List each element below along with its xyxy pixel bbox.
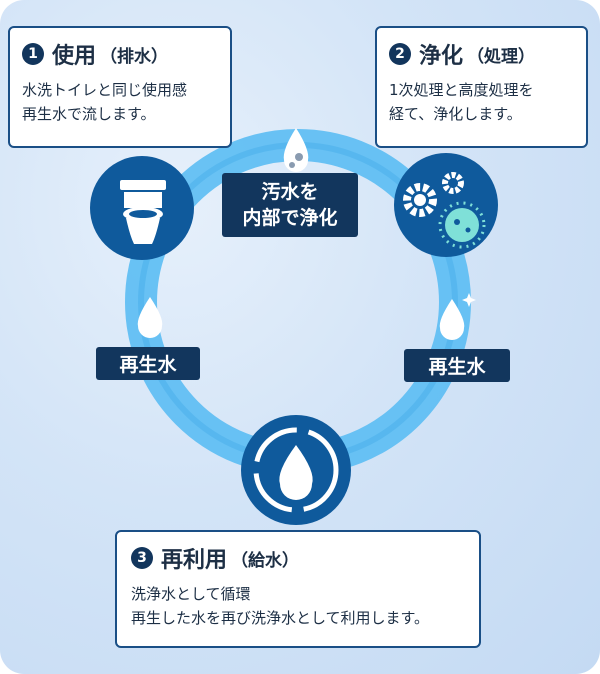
step-desc: 再生水で流します。 (22, 105, 156, 123)
step-desc: 水洗トイレと同じ使用感 (22, 81, 188, 99)
step-2-card: 2 浄化（処理） 1次処理と高度処理を経て、浄化します。 (375, 26, 588, 148)
step-title: 再利用 (161, 548, 228, 573)
step-number: 1 (22, 43, 44, 65)
step-title: 使用 (52, 44, 97, 69)
step-subtitle: （給水） (231, 550, 300, 571)
clean-water-drop-icon (439, 293, 476, 340)
step-subtitle: （処理） (467, 46, 536, 67)
recycled-water-label-right: 再生水 (404, 349, 510, 382)
purify-label-line: 内部で浄化 (242, 207, 338, 229)
gears-virus-icon (394, 153, 498, 257)
step-desc: 経て、浄化します。 (389, 105, 522, 123)
step-number: 2 (389, 43, 411, 65)
recycle-water-icon (241, 415, 351, 525)
purify-label-line: 汚水を (261, 181, 319, 203)
step-3-card: 3 再利用（給水） 洗浄水として循環再生した水を再び洗浄水として利用します。 (115, 530, 481, 648)
toilet-icon (90, 156, 194, 260)
step-1-card: 1 使用（排水） 水洗トイレと同じ使用感再生水で流します。 (8, 26, 232, 148)
step-desc: 1次処理と高度処理を (389, 81, 534, 99)
step-number: 3 (131, 547, 153, 569)
step-title: 浄化 (419, 44, 464, 69)
step-subtitle: （排水） (100, 46, 169, 67)
step-desc: 再生した水を再び洗浄水として利用します。 (131, 609, 430, 627)
purify-label: 汚水を 内部で浄化 (222, 173, 358, 237)
dirty-water-drop-icon (283, 128, 309, 172)
water-drop-icon (137, 297, 163, 338)
step-desc: 洗浄水として循環 (131, 585, 251, 603)
recycled-water-label-left: 再生水 (96, 347, 200, 380)
